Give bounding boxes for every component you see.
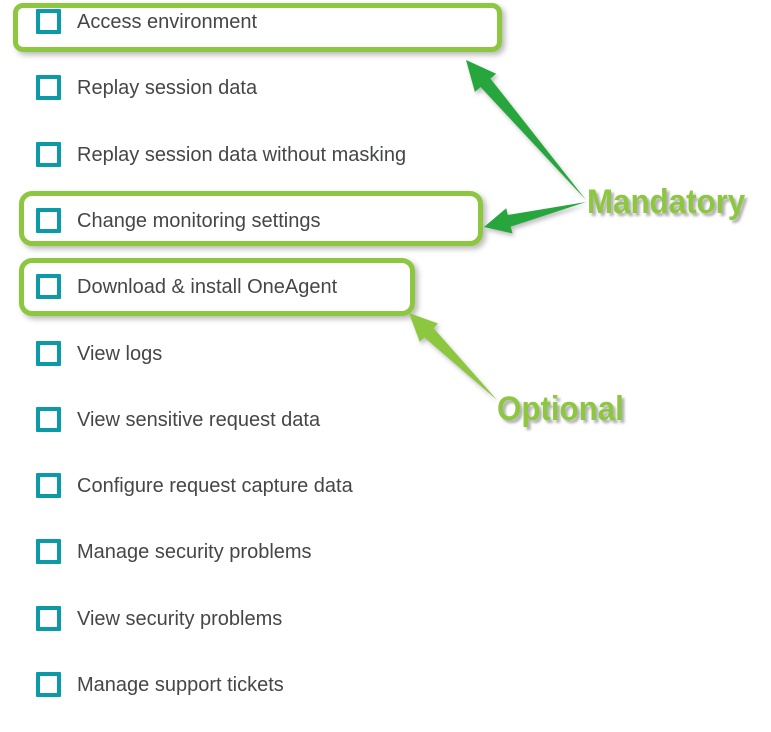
checkbox-label[interactable]: Configure request capture data	[77, 475, 353, 497]
checkbox-label[interactable]: Access environment	[77, 11, 258, 33]
checkbox-label[interactable]: View security problems	[77, 608, 283, 630]
checkbox-row: Download & install OneAgent	[0, 270, 771, 304]
checkbox[interactable]	[36, 341, 61, 366]
checkbox-row: Change monitoring settings	[0, 204, 771, 238]
checkbox[interactable]	[36, 75, 61, 100]
checkbox[interactable]	[36, 9, 61, 34]
checkbox-row: View logs	[0, 337, 771, 371]
checkbox-label[interactable]: Replay session data without masking	[77, 144, 407, 166]
checkbox[interactable]	[36, 407, 61, 432]
checkbox-label[interactable]: View sensitive request data	[77, 409, 321, 431]
checkbox-row: Replay session data	[0, 71, 771, 105]
checkbox-row: Access environment	[0, 5, 771, 39]
checkbox[interactable]	[36, 142, 61, 167]
checkbox-label[interactable]: View logs	[77, 343, 163, 365]
checkbox[interactable]	[36, 274, 61, 299]
checkbox-row: Configure request capture data	[0, 469, 771, 503]
checkbox[interactable]	[36, 208, 61, 233]
checkbox-row: Replay session data without masking	[0, 138, 771, 172]
checkbox[interactable]	[36, 672, 61, 697]
checkbox[interactable]	[36, 539, 61, 564]
checkbox-label[interactable]: Manage support tickets	[77, 674, 284, 696]
checkbox-row: View sensitive request data	[0, 403, 771, 437]
checkbox[interactable]	[36, 473, 61, 498]
checkbox-row: View security problems	[0, 602, 771, 636]
checkbox-label[interactable]: Download & install OneAgent	[77, 276, 338, 298]
checkbox-label[interactable]: Manage security problems	[77, 541, 312, 563]
checkbox-label[interactable]: Replay session data	[77, 77, 258, 99]
checkbox-label[interactable]: Change monitoring settings	[77, 210, 321, 232]
checkbox-row: Manage security problems	[0, 535, 771, 569]
checkbox[interactable]	[36, 606, 61, 631]
checkbox-row: Manage support tickets	[0, 668, 771, 702]
